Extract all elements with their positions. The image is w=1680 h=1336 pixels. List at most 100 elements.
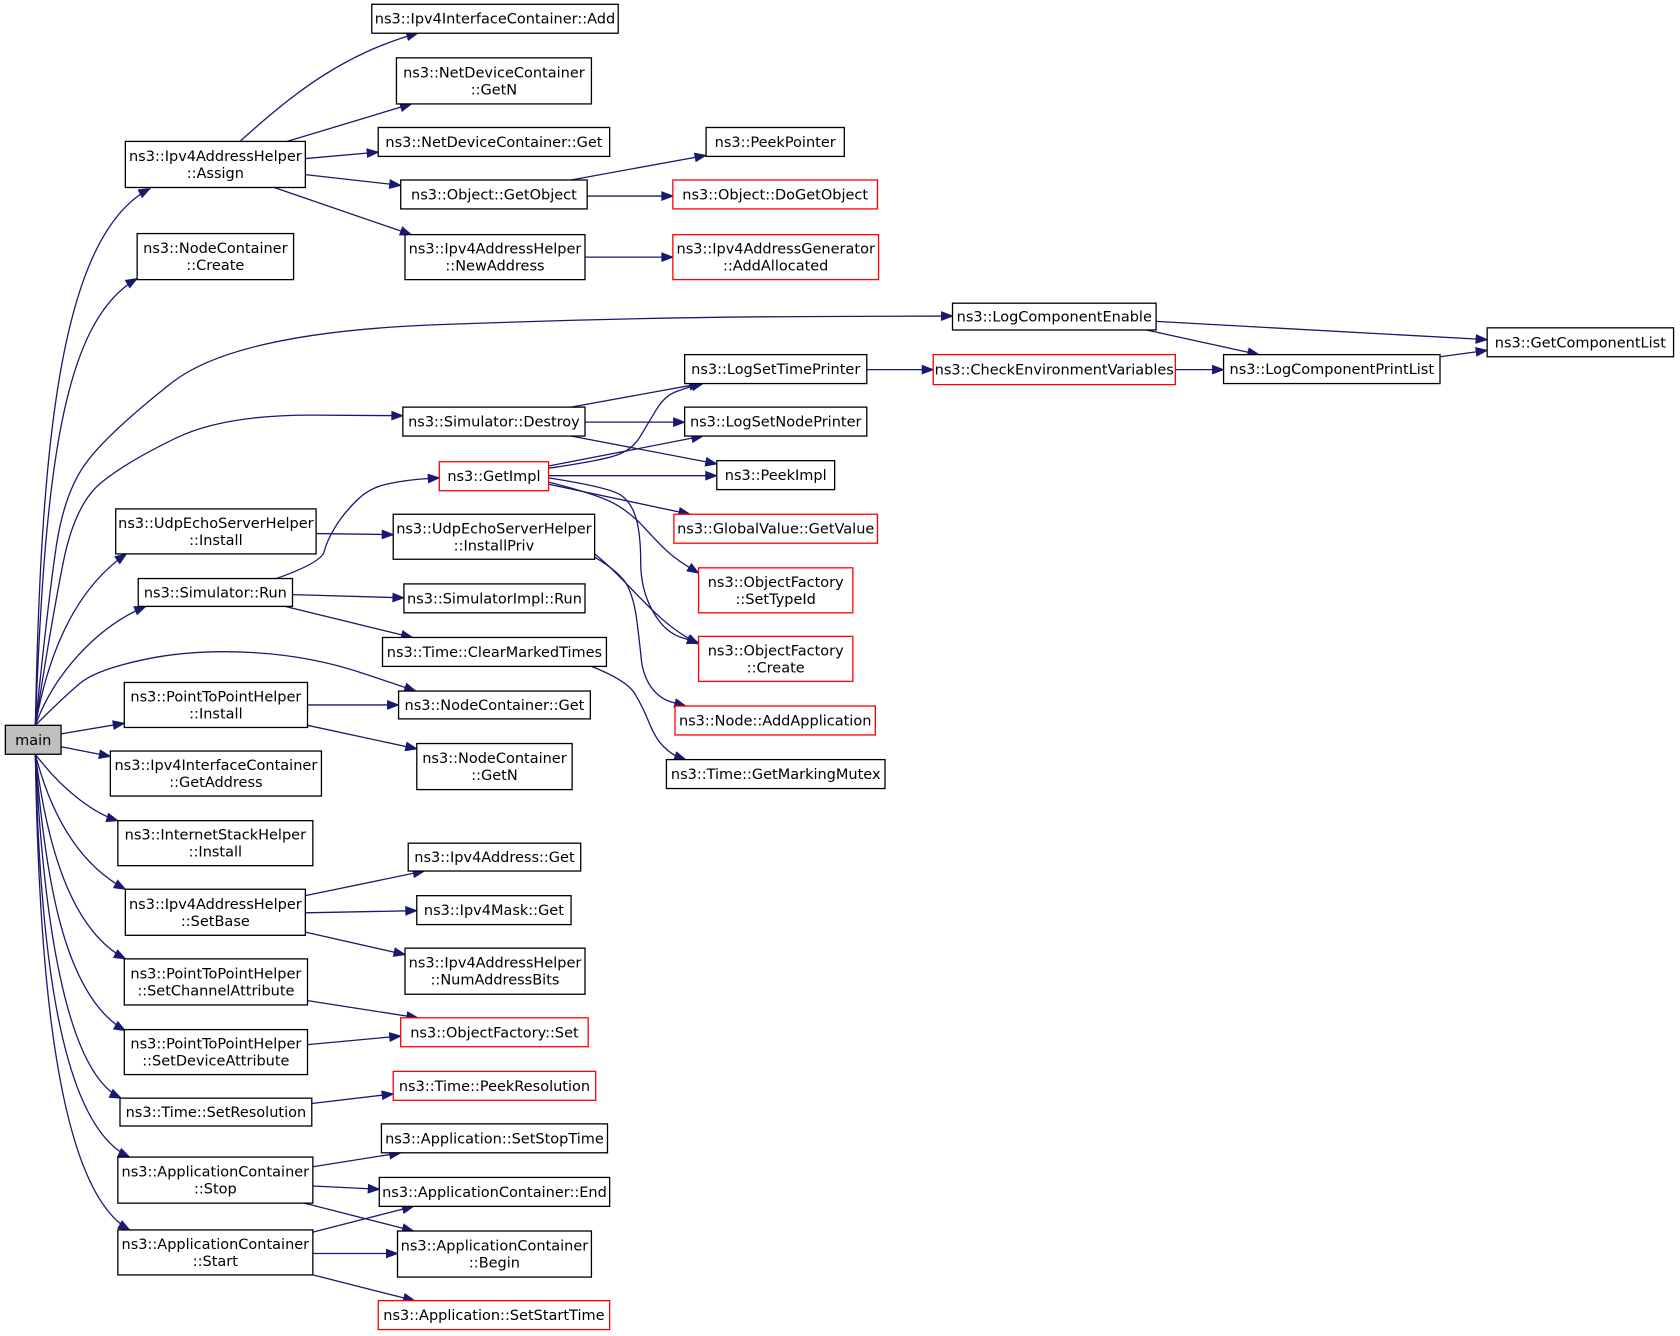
edge-logenable-to-getcomplist <box>1156 320 1489 344</box>
node-addalloc[interactable]: ns3::Ipv4AddressGenerator::AddAllocated <box>672 233 880 281</box>
node-box <box>416 895 572 926</box>
node-getmarkingmutex[interactable]: ns3::Time::GetMarkingMutex <box>665 758 886 790</box>
node-getcomplist[interactable]: ns3::GetComponentList <box>1486 327 1675 358</box>
node-label: ::SetDeviceAttribute <box>142 1054 289 1070</box>
node-box <box>380 1123 609 1154</box>
node-label: ns3::UdpEchoServerHelper <box>118 516 313 532</box>
edge-line <box>307 724 417 750</box>
arrowhead-icon <box>98 749 112 760</box>
node-getobject[interactable]: ns3::Object::GetObject <box>400 179 588 210</box>
edge-checkenv-to-logprintlist <box>1175 364 1225 375</box>
node-peekimpl[interactable]: ns3::PeekImpl <box>716 460 836 491</box>
node-box <box>4 724 62 755</box>
node-label: ns3::InternetStackHelper <box>125 828 306 844</box>
edge-line <box>307 1000 418 1019</box>
node-label: ::GetAddress <box>169 775 262 791</box>
node-ifcgetaddr[interactable]: ns3::Ipv4InterfaceContainer::GetAddress <box>109 750 323 797</box>
node-inetinstall[interactable]: ns3::InternetStackHelper::Install <box>117 820 314 867</box>
node-clearmarked[interactable]: ns3::Time::ClearMarkedTimes <box>381 636 608 668</box>
node-label: ns3::UdpEchoServerHelper <box>396 521 591 537</box>
node-checkenv[interactable]: ns3::CheckEnvironmentVariables <box>932 353 1177 386</box>
node-ndgetn[interactable]: ns3::NetDeviceContainer::GetN <box>395 57 593 105</box>
node-box <box>381 636 608 668</box>
node-nodeaddapp[interactable]: ns3::Node::AddApplication <box>674 705 877 736</box>
node-label: ns3::Object::DoGetObject <box>682 187 868 203</box>
node-label: ns3::Node::AddApplication <box>679 713 871 729</box>
node-box <box>115 508 317 555</box>
node-nodecreate[interactable]: ns3::NodeContainer::Create <box>136 232 295 281</box>
edge-line <box>1146 329 1260 356</box>
node-box <box>392 1070 597 1101</box>
node-p2pinstall[interactable]: ns3::PointToPointHelper::Install <box>123 681 309 729</box>
node-label: ns3::SimulatorImpl::Run <box>407 591 582 607</box>
arrowhead-icon <box>1212 364 1225 375</box>
arrowhead-icon <box>1475 334 1489 344</box>
node-setbase[interactable]: ns3::Ipv4AddressHelper::SetBase <box>124 888 307 936</box>
node-appsetstop[interactable]: ns3::Application::SetStopTime <box>380 1123 609 1154</box>
arrowhead-icon <box>112 1020 127 1032</box>
node-udpinstall[interactable]: ns3::UdpEchoServerHelper::Install <box>115 508 317 555</box>
node-box <box>396 1230 593 1278</box>
node-peekres[interactable]: ns3::Time::PeekResolution <box>392 1070 597 1101</box>
node-appsetstart[interactable]: ns3::Application::SetStartTime <box>377 1299 611 1331</box>
edge-udpinstallpriv-to-nodeaddapp <box>594 556 688 708</box>
node-logtimeprinter[interactable]: ns3::LogSetTimePrinter <box>683 353 868 385</box>
arrowhead-icon <box>405 905 419 916</box>
node-logprintlist[interactable]: ns3::LogComponentPrintList <box>1222 353 1441 385</box>
node-lognodeprinter[interactable]: ns3::LogSetNodePrinter <box>683 406 868 437</box>
node-label: ns3::Application::SetStartTime <box>383 1308 604 1324</box>
edge-logenable-to-logprintlist <box>1146 329 1261 357</box>
node-ncgetn[interactable]: ns3::NodeContainer::GetN <box>416 742 573 791</box>
edge-simrun-to-simimplrun <box>292 592 406 603</box>
arrowhead-icon <box>133 605 148 616</box>
node-peekptr[interactable]: ns3::PeekPointer <box>705 126 845 158</box>
node-simrun[interactable]: ns3::Simulator::Run <box>137 577 294 608</box>
edge-ipv4assign-to-ndget <box>305 148 380 160</box>
node-label: ns3::ApplicationContainer <box>122 1165 310 1181</box>
edge-logprintlist-to-getcomplist <box>1439 347 1489 358</box>
node-ipv4get[interactable]: ns3::Ipv4Address::Get <box>407 842 582 872</box>
node-label: ns3::PointToPointHelper <box>130 689 301 705</box>
node-main[interactable]: main <box>4 724 62 755</box>
node-gvgetvalue[interactable]: ns3::GlobalValue::GetValue <box>673 513 879 544</box>
node-ofset[interactable]: ns3::ObjectFactory::Set <box>400 1017 589 1048</box>
node-label: ::SetTypeId <box>736 592 816 608</box>
node-label: ::NumAddressBits <box>431 973 560 989</box>
node-logenable[interactable]: ns3::LogComponentEnable <box>951 302 1157 331</box>
node-udpinstallpriv[interactable]: ns3::UdpEchoServerHelper::InstallPriv <box>392 513 596 560</box>
node-setdev[interactable]: ns3::PointToPointHelper::SetDeviceAttrib… <box>123 1028 309 1076</box>
node-simdestroy[interactable]: ns3::Simulator::Destroy <box>402 406 586 437</box>
node-appbegin[interactable]: ns3::ApplicationContainer::Begin <box>396 1230 593 1278</box>
node-ndget[interactable]: ns3::NetDeviceContainer::Get <box>377 126 611 158</box>
node-label: ns3::Ipv4InterfaceContainer::Add <box>375 12 615 28</box>
node-label: ns3::LogSetNodePrinter <box>690 415 862 431</box>
node-ifcadd[interactable]: ns3::Ipv4InterfaceContainer::Add <box>371 3 619 34</box>
node-box <box>683 406 868 437</box>
node-getimpl[interactable]: ns3::GetImpl <box>438 461 550 492</box>
node-maskget[interactable]: ns3::Ipv4Mask::Get <box>416 895 572 926</box>
node-label: ns3::Ipv4AddressGenerator <box>677 242 875 258</box>
node-box <box>123 1028 309 1076</box>
node-numaddrbits[interactable]: ns3::Ipv4AddressHelper::NumAddressBits <box>404 947 586 995</box>
node-appstart[interactable]: ns3::ApplicationContainer::Start <box>117 1229 314 1276</box>
edge-line <box>284 605 413 639</box>
node-newaddr[interactable]: ns3::Ipv4AddressHelper::NewAddress <box>404 233 586 281</box>
node-nodeget[interactable]: ns3::NodeContainer::Get <box>397 690 592 720</box>
node-dogetobj[interactable]: ns3::Object::DoGetObject <box>672 179 879 210</box>
edge-line <box>312 1152 401 1168</box>
node-label: ::GetN <box>471 82 517 98</box>
node-ofcreate[interactable]: ns3::ObjectFactory::Create <box>697 635 854 683</box>
node-setres[interactable]: ns3::Time::SetResolution <box>119 1097 313 1127</box>
node-label: ::Begin <box>469 1256 520 1272</box>
node-label: ns3::LogComponentEnable <box>957 310 1152 326</box>
node-ipv4assign[interactable]: ns3::Ipv4AddressHelper::Assign <box>124 140 307 189</box>
edge-main-to-setres <box>34 754 123 1099</box>
node-appstop[interactable]: ns3::ApplicationContainer::Stop <box>117 1156 314 1204</box>
edge-main-to-udpinstall <box>34 553 128 726</box>
node-append[interactable]: ns3::ApplicationContainer::End <box>378 1176 611 1208</box>
node-ofsettypeid[interactable]: ns3::ObjectFactory::SetTypeId <box>697 567 854 614</box>
node-setchan[interactable]: ns3::PointToPointHelper::SetChannelAttri… <box>123 958 309 1006</box>
arrowhead-icon <box>661 191 675 201</box>
edge-getimpl-to-lognodeprinter <box>548 433 705 467</box>
node-simimplrun[interactable]: ns3::SimulatorImpl::Run <box>403 583 586 614</box>
